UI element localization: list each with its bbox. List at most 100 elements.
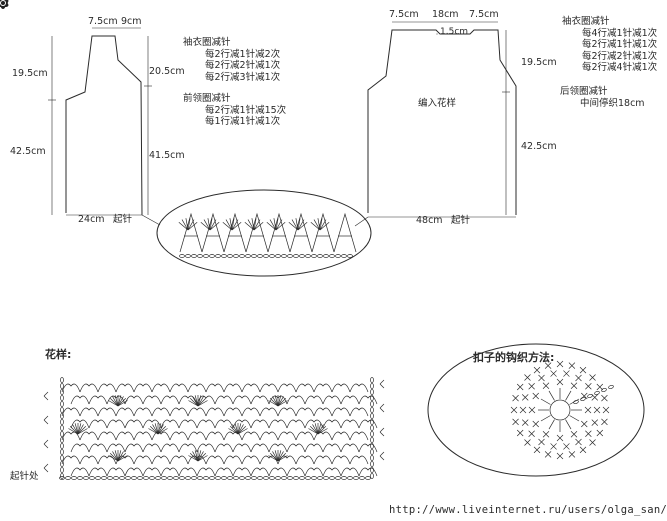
chain-stitch — [137, 476, 143, 480]
mesh-stitch — [179, 212, 203, 253]
fan-stitch — [237, 428, 248, 435]
right-armhole-height: 19.5cm — [521, 57, 557, 68]
fan-stitch — [154, 423, 159, 435]
fan-stitch — [317, 423, 322, 435]
fan-stitch — [231, 219, 239, 231]
mesh-stitch — [241, 407, 261, 417]
mesh-stitch — [124, 467, 144, 477]
mesh-stitch — [358, 419, 378, 429]
fan-stitch — [209, 222, 220, 231]
mesh-stitch — [97, 431, 117, 441]
mesh-stitch — [241, 455, 261, 465]
sc-stitch — [516, 383, 524, 391]
fan-stitch — [269, 397, 279, 407]
fan-stitch — [157, 425, 167, 435]
chain-stitch — [161, 476, 167, 480]
mesh-stitch — [286, 467, 306, 477]
mesh-stitch — [205, 431, 225, 441]
sc-stitch — [575, 374, 582, 382]
mesh-stitch — [169, 455, 189, 465]
fan-stitch — [308, 428, 319, 435]
mesh-stitch — [88, 395, 108, 405]
fan-stitch — [72, 424, 79, 435]
sc-stitch — [581, 420, 588, 428]
mesh-stitch — [322, 419, 342, 429]
row-arrow — [43, 463, 49, 473]
chain-stitch — [257, 476, 263, 480]
fan-stitch — [297, 219, 305, 231]
chain-stitch — [203, 254, 209, 258]
fan-stitch — [117, 396, 124, 407]
dc-stitch — [540, 398, 551, 405]
fan-stitch — [319, 219, 327, 231]
fan-stitch — [189, 452, 199, 462]
sc-stitch — [568, 451, 576, 458]
fan-stitch — [117, 397, 127, 407]
mesh-stitch — [151, 431, 171, 441]
fan-stitch — [197, 451, 204, 462]
fan-stitch — [266, 222, 277, 231]
chain-stitch — [185, 476, 191, 480]
mesh-stitch — [304, 395, 324, 405]
chain-stitch — [155, 476, 161, 480]
sc-stitch — [512, 394, 519, 402]
chain-stitch — [311, 254, 317, 258]
right-top-width-3: 7.5cm — [469, 9, 499, 20]
mesh-stitch — [88, 443, 108, 453]
dc-stitch — [548, 390, 555, 401]
flower-icon — [0, 0, 9, 9]
left-sleeve-step: 每2行减3针减1次 — [205, 71, 281, 83]
chain-stitch — [287, 476, 293, 480]
sc-stitch — [568, 362, 576, 369]
chain-stitch — [143, 476, 149, 480]
sc-stitch — [584, 406, 592, 414]
chain-stitch — [370, 425, 374, 431]
fan-stitch — [229, 425, 239, 435]
sc-stitch — [510, 406, 518, 414]
chain-stitch — [167, 476, 173, 480]
mesh-stitch — [70, 419, 90, 429]
fan-stitch — [272, 451, 279, 462]
chain-stitch — [251, 254, 257, 258]
fan-stitch — [277, 455, 288, 462]
sc-stitch — [521, 419, 529, 426]
chain-stitch — [239, 476, 245, 480]
sc-stitch — [602, 406, 610, 414]
chain-stitch — [281, 476, 287, 480]
right-sleeve-instructions: 袖衣圈减针 每4行减1针减1次 每2行减1针减1次 每2行减2针减1次 每2行减… — [556, 16, 657, 74]
mesh-stitch — [160, 419, 180, 429]
chain-stitch — [209, 476, 215, 480]
chain-stitch — [370, 455, 374, 461]
button-title: 扣子的钩织方法: — [473, 351, 555, 364]
sc-stitch — [585, 430, 592, 438]
right-sleeve-step: 每2行减2针减1次 — [582, 50, 658, 62]
fan-stitch — [77, 423, 82, 435]
mesh-stitch — [349, 455, 369, 465]
fan-stitch — [187, 219, 195, 231]
fan-stitch — [148, 428, 159, 435]
left-top-width-2: 9cm — [121, 16, 142, 27]
chain-stitch — [269, 476, 275, 480]
mesh-stitch — [304, 419, 324, 429]
fan-stitch — [295, 218, 299, 231]
fan-stitch — [244, 222, 255, 231]
mesh-stitch — [106, 443, 126, 453]
mesh-stitch — [133, 455, 153, 465]
sc-stitch — [544, 362, 552, 369]
mesh-stitch — [241, 431, 261, 441]
chain-stitch — [60, 377, 64, 383]
chain-stitch — [370, 449, 374, 455]
sc-stitch — [570, 382, 578, 389]
chain-stitch — [341, 254, 347, 258]
fan-stitch — [237, 423, 242, 435]
chain-stitch — [60, 473, 64, 479]
source-url[interactable]: http://www.liveinternet.ru/users/olga_sa… — [389, 504, 667, 516]
mesh-stitch — [205, 455, 225, 465]
fan-stitch — [108, 400, 119, 407]
fan-stitch — [74, 423, 79, 435]
mesh-stitch — [124, 395, 144, 405]
mesh-stitch — [187, 431, 207, 441]
sc-stitch — [589, 439, 596, 446]
mesh-stitch — [333, 212, 357, 253]
chain-stitch — [370, 443, 374, 449]
